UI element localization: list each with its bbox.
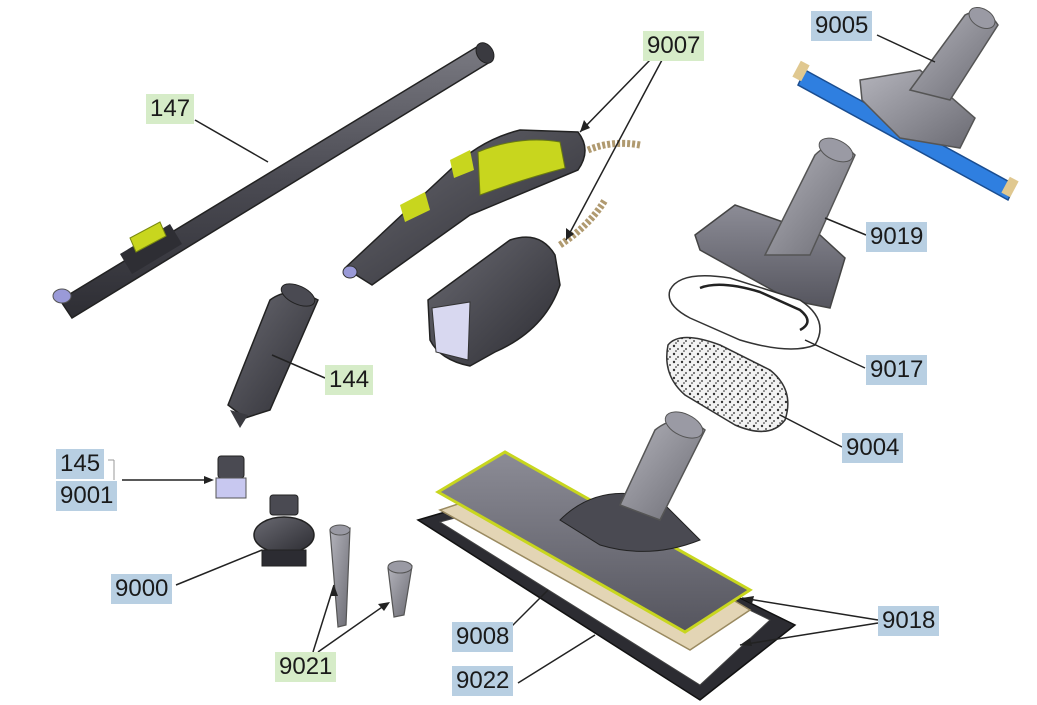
leader-144 [271,354,326,379]
callout-9007: 9007 [643,31,705,61]
callout-9018: 9018 [878,606,940,636]
callout-147: 147 [146,94,195,124]
callout-9008: 9008 [452,622,514,652]
steam-gun [342,129,641,367]
power-nozzle [329,524,413,628]
round-brush-large [253,494,315,567]
floor-nozzle [435,411,753,634]
callout-145: 145 [56,449,105,479]
leader-9005 [876,34,936,63]
leader-9007-a [579,59,651,133]
callout-9022: 9022 [452,666,514,696]
window-nozzle [792,7,1019,202]
leader-9004 [779,414,843,448]
leader-9017 [804,339,866,369]
detail-nozzle [227,283,319,428]
leader-147 [194,119,269,163]
microfibre-cover [666,336,789,433]
callout-144: 144 [325,365,374,395]
callout-9001: 9001 [56,481,118,511]
callout-9017: 9017 [866,355,928,385]
round-brush-small [215,455,247,499]
leader-9018-a [741,597,879,621]
leader-9021-a [312,584,335,653]
leader-9021-b [317,604,386,653]
leader-9022 [517,634,596,684]
callout-9005: 9005 [811,11,873,41]
leader-9019 [824,217,867,236]
leader-9007-b [565,59,663,241]
leader-9018-b [739,622,879,646]
callout-9000: 9000 [111,574,173,604]
callout-9004: 9004 [842,433,904,463]
extension-tube [52,42,495,320]
callout-9021: 9021 [275,652,337,682]
callout-9019: 9019 [866,222,928,252]
hand-nozzle [694,137,856,309]
leader-9000 [175,549,263,586]
